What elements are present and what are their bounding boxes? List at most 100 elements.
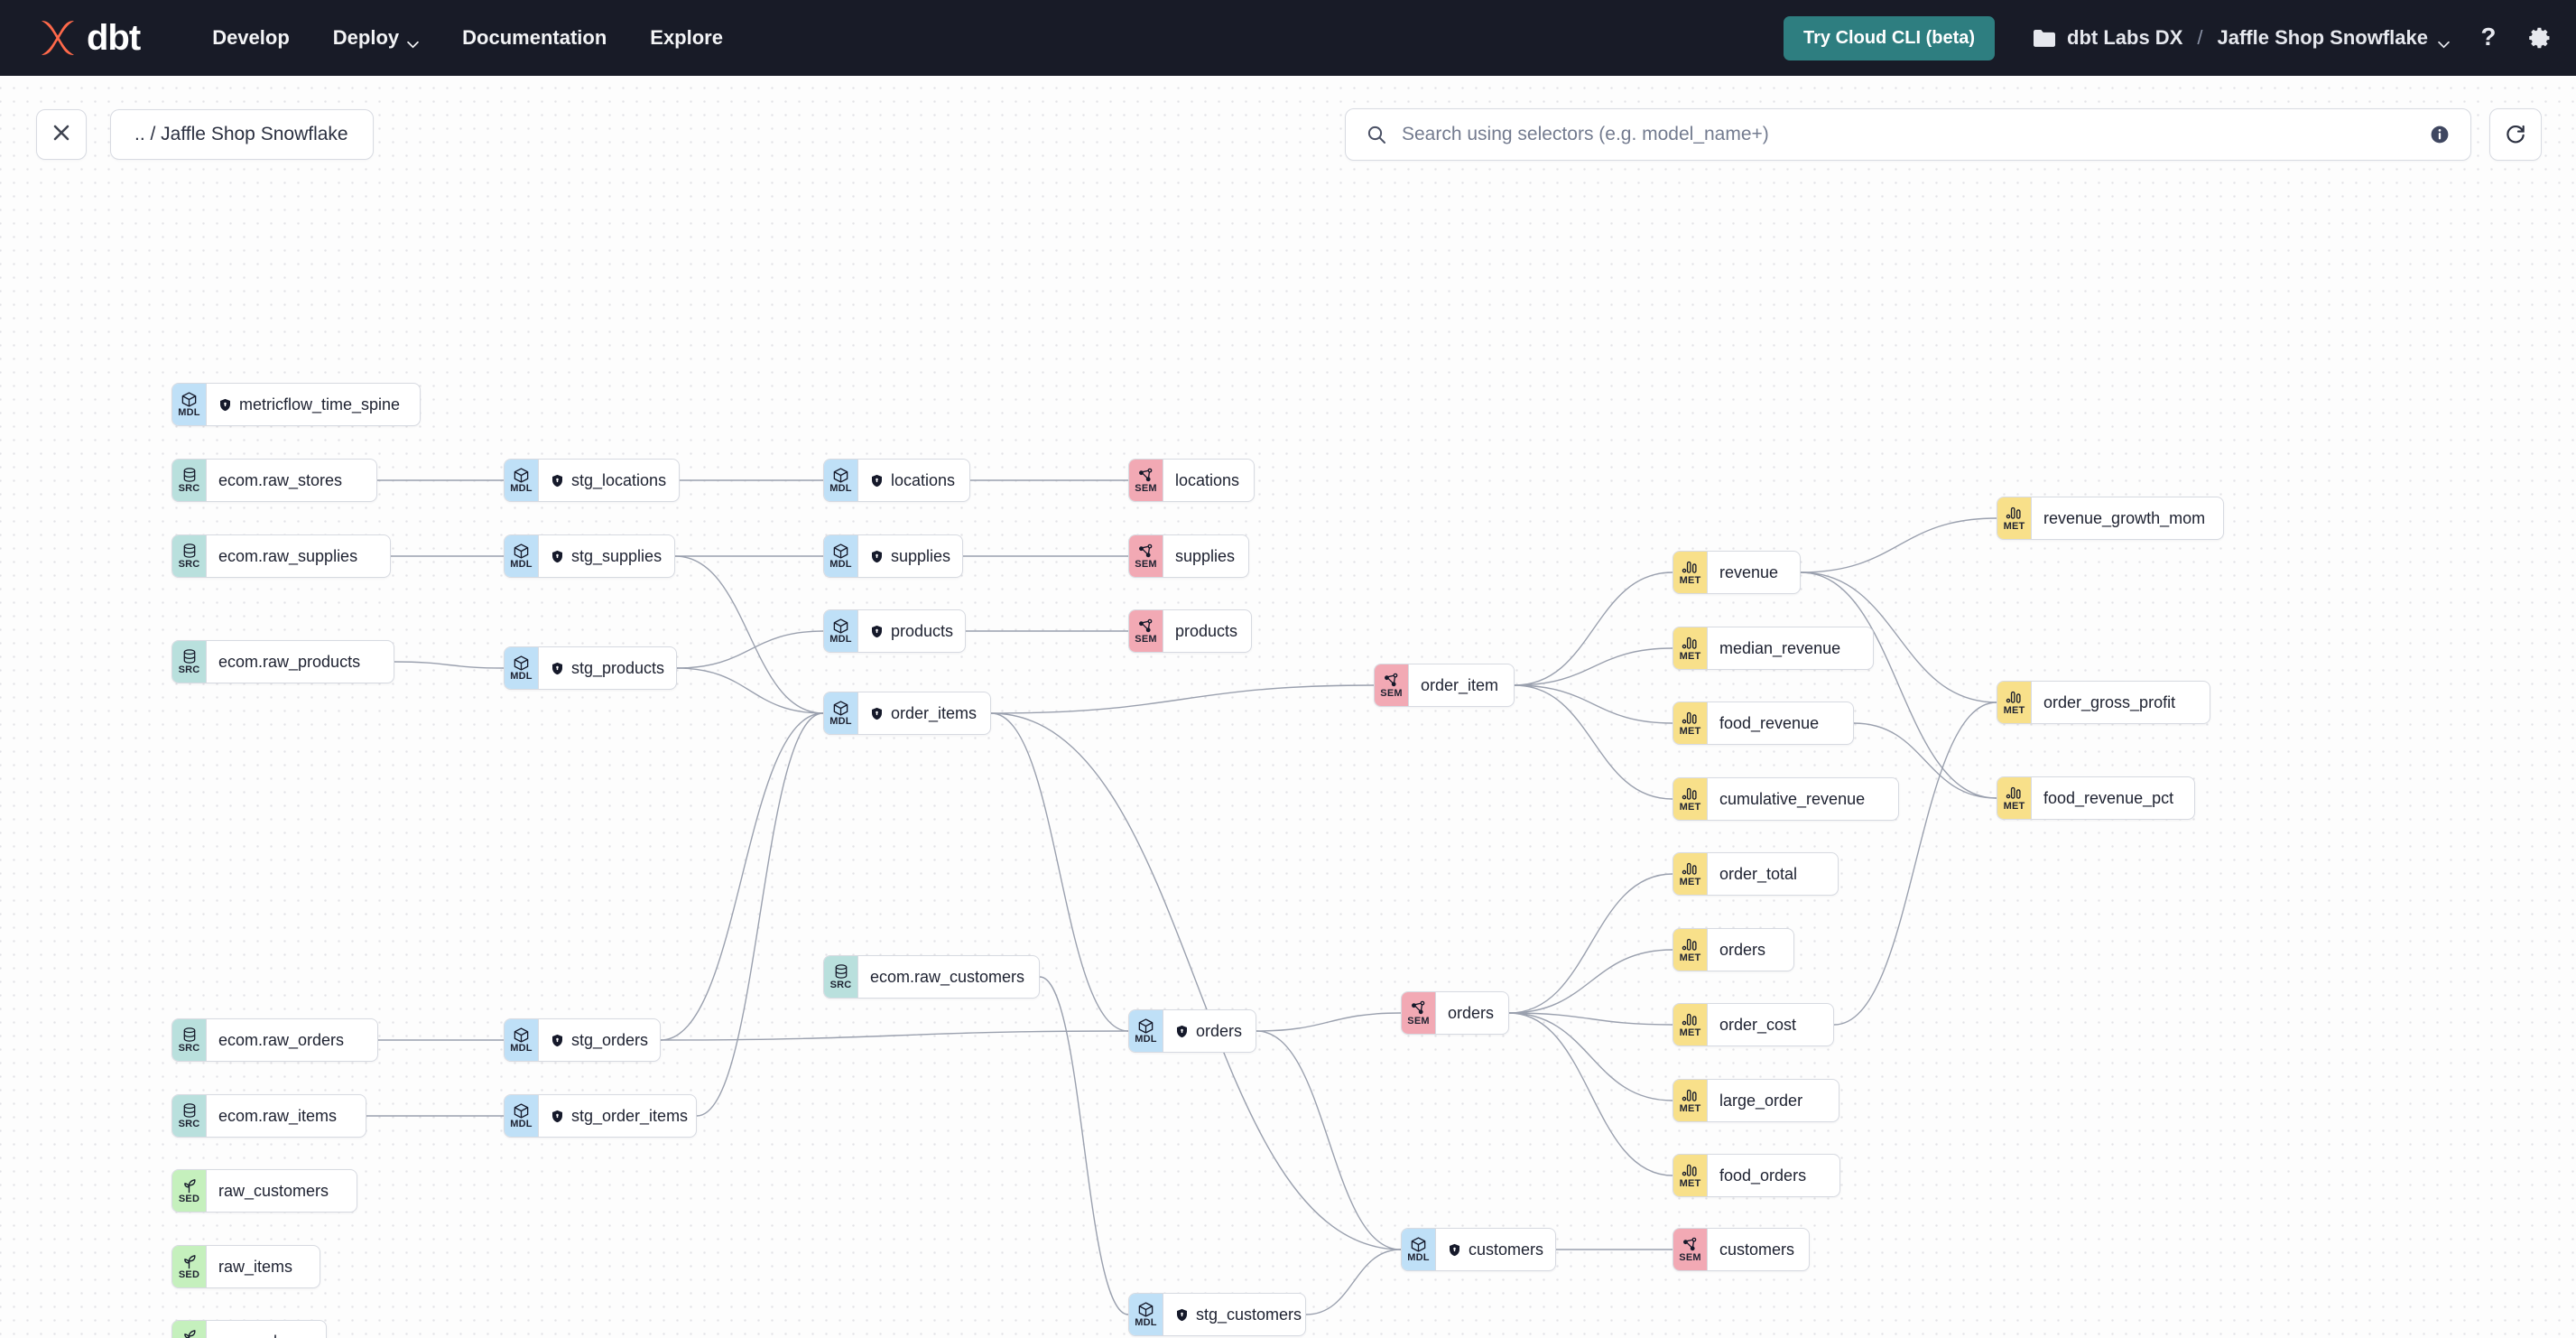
graph-breadcrumb-label: .. / Jaffle Shop Snowflake (134, 124, 348, 144)
graph-node-met_food_revenue[interactable]: MET food_revenue (1673, 702, 1854, 745)
cube-icon-glyph (1410, 1236, 1427, 1252)
node-type-label: SEM (1679, 1252, 1701, 1263)
graph-node-stg_orders[interactable]: MDL stg_orders (504, 1018, 661, 1062)
graph-node-locations[interactable]: MDL locations (823, 459, 970, 502)
shield-lock-icon (1175, 1308, 1189, 1322)
node-type-label: MET (1679, 1103, 1701, 1114)
graph-node-label: customers (1708, 1229, 1809, 1270)
graph-node-metricflow_time_spine[interactable]: MDL metricflow_time_spine (171, 383, 421, 426)
bar-chart-icon: MET (1673, 702, 1708, 744)
graph-node-supplies[interactable]: MDL supplies (823, 534, 963, 578)
try-cloud-cli-button[interactable]: Try Cloud CLI (beta) (1784, 15, 1996, 60)
node-type-label: MET (1679, 651, 1701, 662)
project-selector[interactable]: Jaffle Shop Snowflake (2218, 26, 2451, 50)
graph-node-stg_supplies[interactable]: MDL stg_supplies (504, 534, 675, 578)
bar-chart-icon-glyph (1682, 710, 1699, 726)
bar-chart-icon: MET (1673, 552, 1708, 593)
selector-search-bar[interactable] (1345, 108, 2471, 161)
bar-chart-icon: MET (1673, 1080, 1708, 1121)
graph-node-label: raw_customers (207, 1170, 343, 1212)
graph-node-products[interactable]: MDL products (823, 609, 966, 653)
graph-node-name: ecom.raw_customers (870, 968, 1025, 986)
graph-node-label: orders (1436, 992, 1508, 1034)
gear-icon[interactable] (2527, 25, 2553, 51)
graph-node-name: revenue_growth_mom (2043, 509, 2206, 527)
question-mark-icon[interactable]: ? (2475, 24, 2502, 51)
graph-node-stg_order_items[interactable]: MDL stg_order_items (504, 1094, 697, 1138)
node-type-label: SEM (1380, 688, 1403, 699)
shield-lock-icon (870, 550, 884, 563)
dbt-logo[interactable]: dbt (32, 13, 141, 63)
node-type-label: SEM (1407, 1016, 1430, 1027)
lineage-edge-sem_order_item-to-met_median_revenue (1514, 647, 1673, 686)
graph-node-sem_customers[interactable]: SEM customers (1673, 1228, 1810, 1271)
nav-item-develop[interactable]: Develop (190, 17, 311, 59)
graph-node-name: ecom.raw_stores (218, 471, 343, 489)
nav-item-explore[interactable]: Explore (628, 17, 745, 59)
graph-node-sem_orders[interactable]: SEM orders (1401, 991, 1509, 1035)
close-button[interactable] (36, 109, 87, 160)
node-type-label: MDL (510, 1119, 533, 1129)
graph-breadcrumb-button[interactable]: .. / Jaffle Shop Snowflake (110, 109, 374, 160)
nav-item-documentation[interactable]: Documentation (440, 17, 628, 59)
graph-node-label: stg_supplies (539, 535, 674, 577)
graph-node-name: orders (1719, 941, 1766, 959)
graph-node-stg_customers[interactable]: MDL stg_customers (1128, 1293, 1306, 1336)
cube-icon-glyph (832, 543, 849, 559)
nav-item-deploy[interactable]: Deploy (311, 17, 440, 59)
node-type-label: MDL (510, 559, 533, 570)
project-name: Jaffle Shop Snowflake (2217, 26, 2429, 49)
graph-node-name: metricflow_time_spine (239, 395, 401, 413)
semantic-model-icon: SEM (1673, 1229, 1708, 1270)
node-type-label: SED (178, 1269, 200, 1280)
graph-node-customers_mdl[interactable]: MDL customers (1401, 1228, 1556, 1271)
semantic-model-icon-glyph (1137, 467, 1154, 483)
graph-node-orders_mdl[interactable]: MDL orders (1128, 1009, 1256, 1053)
bar-chart-icon: MET (1673, 853, 1708, 895)
graph-node-stg_products[interactable]: MDL stg_products (504, 646, 677, 690)
graph-node-order_items[interactable]: MDL order_items (823, 692, 991, 735)
graph-node-name: ecom.raw_supplies (218, 547, 358, 565)
graph-node-label: food_revenue (1708, 702, 1833, 744)
bar-chart-icon: MET (1997, 777, 2032, 819)
bar-chart-icon: MET (1673, 778, 1708, 820)
graph-node-name: food_revenue (1719, 714, 1820, 732)
account-name[interactable]: dbt Labs DX (2067, 26, 2183, 49)
graph-node-label: food_orders (1708, 1155, 1821, 1196)
cube-icon-glyph (513, 543, 530, 559)
info-icon[interactable] (2429, 124, 2451, 145)
graph-node-stg_locations[interactable]: MDL stg_locations (504, 459, 680, 502)
refresh-button[interactable] (2489, 108, 2542, 161)
graph-node-name: customers (1719, 1240, 1795, 1259)
bar-chart-icon-glyph (1682, 635, 1699, 651)
cube-icon: MDL (824, 692, 858, 734)
cube-icon-glyph (513, 467, 530, 483)
shield-lock-icon (551, 662, 564, 675)
search-input[interactable] (1402, 124, 2429, 145)
